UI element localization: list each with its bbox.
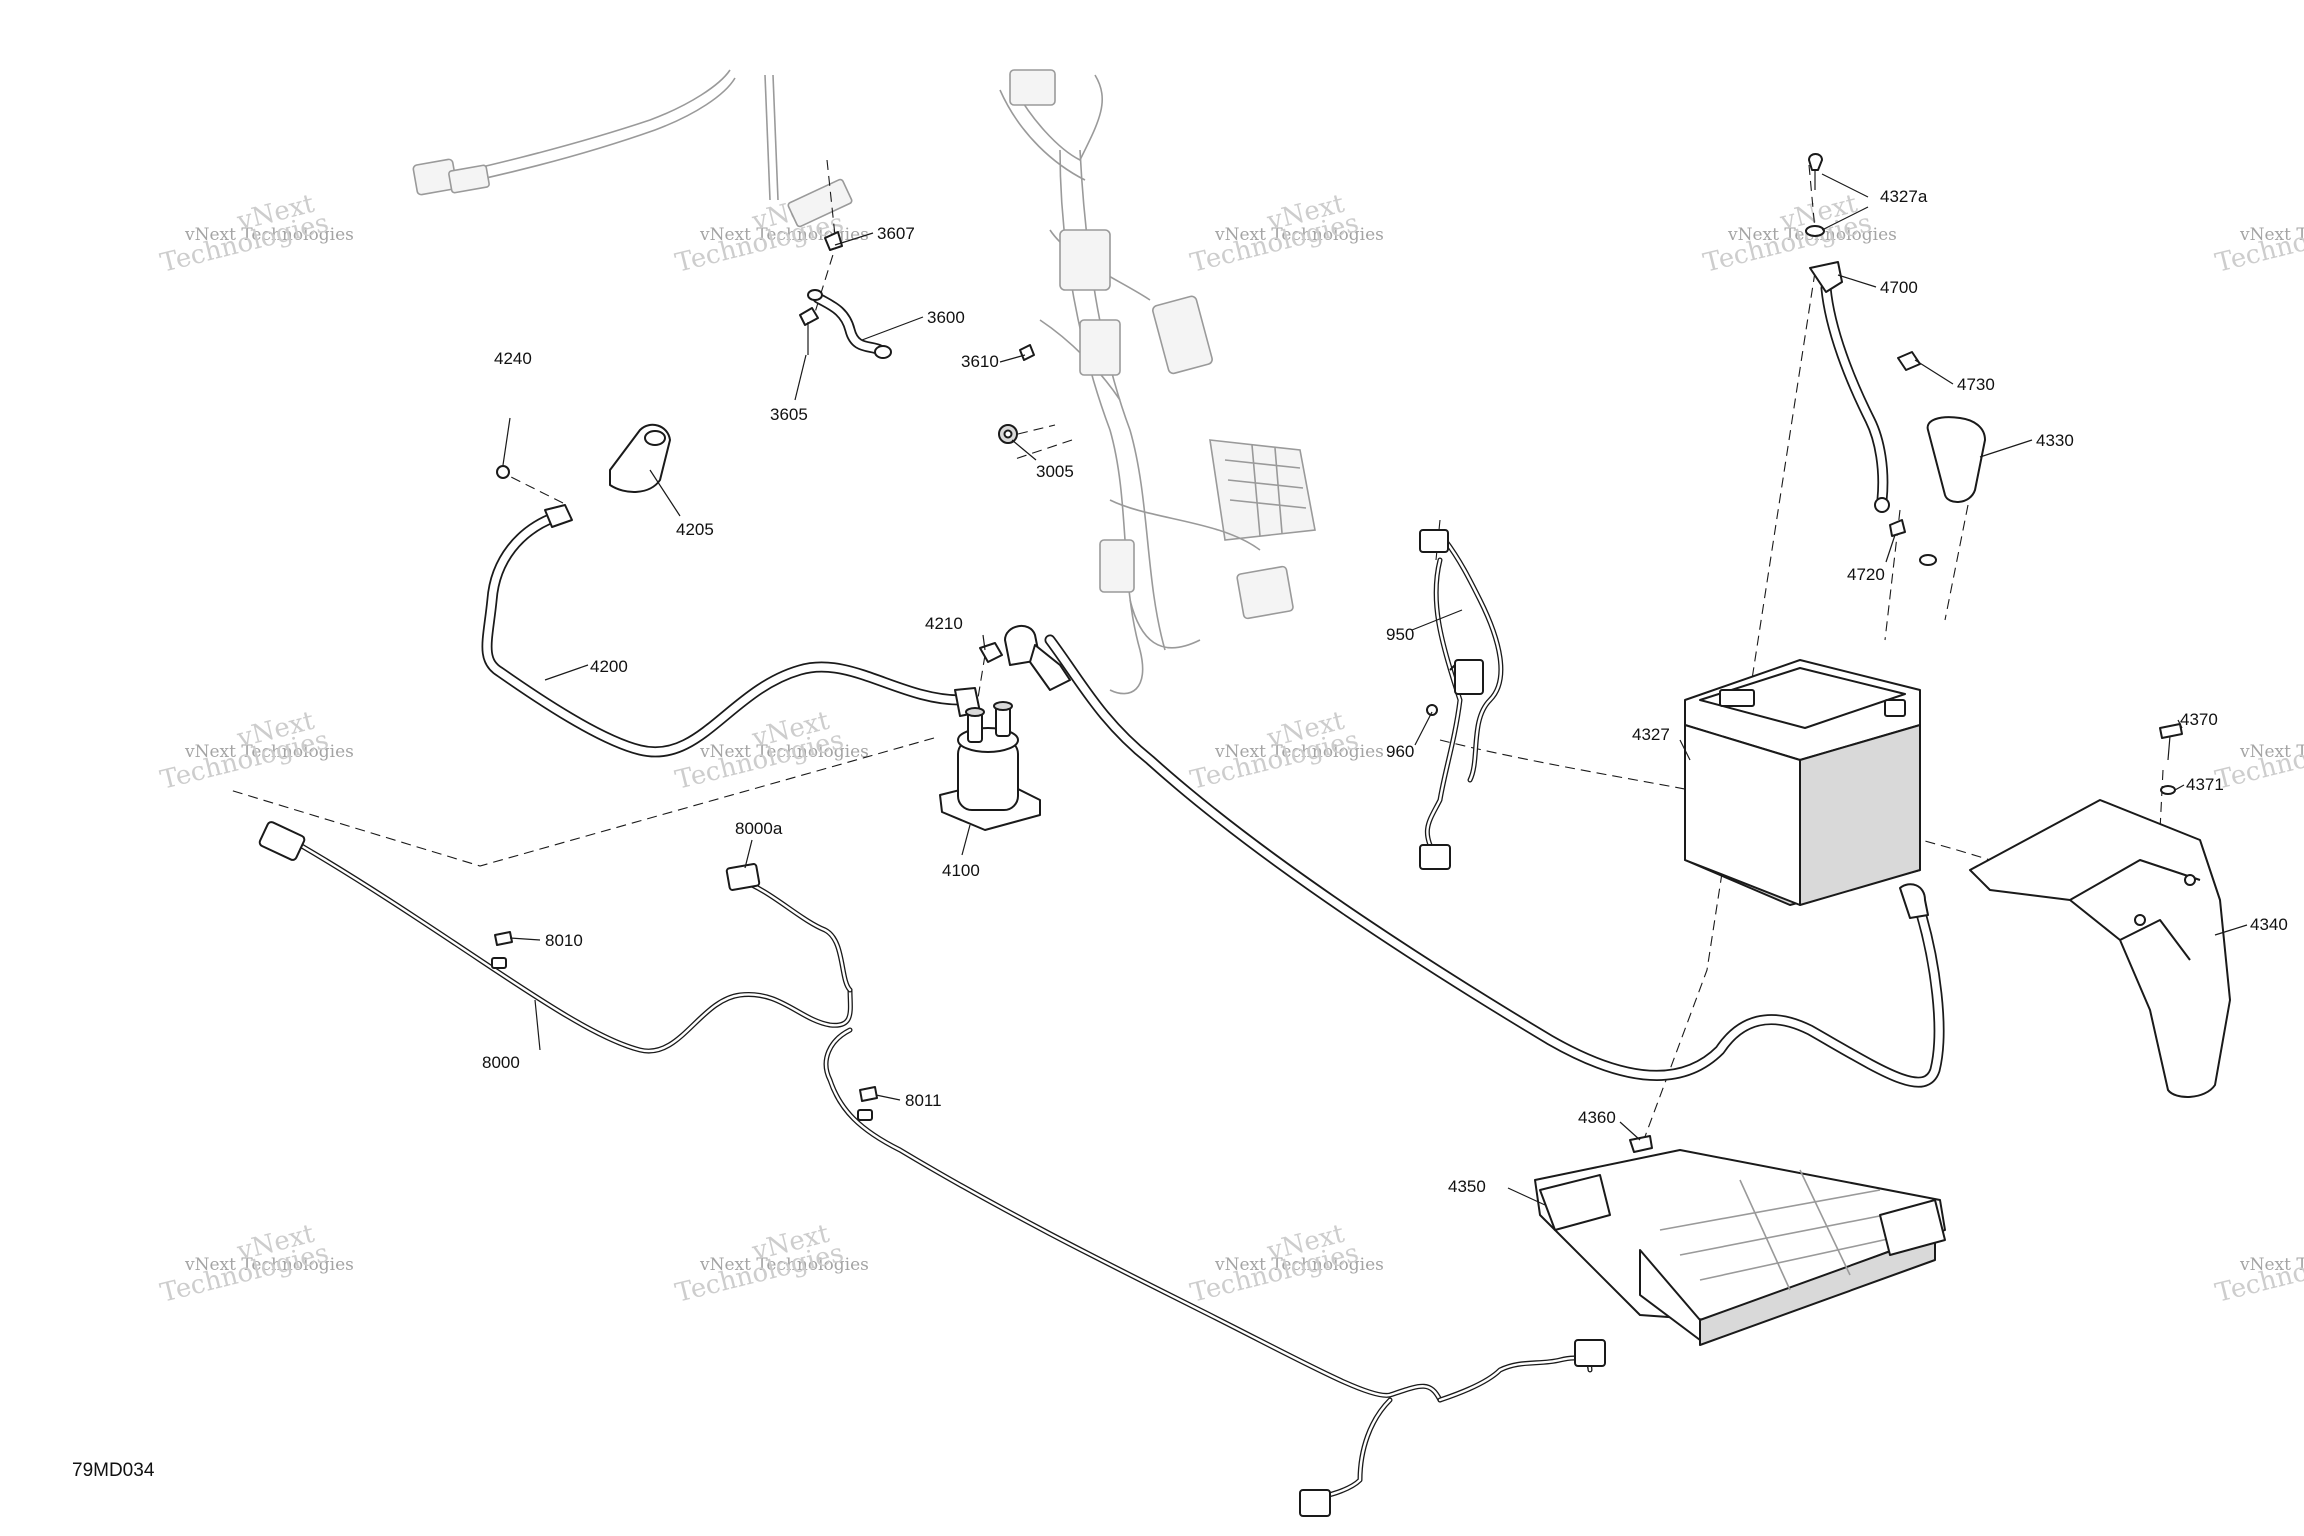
fasteners	[494, 153, 2183, 1153]
callout-950: 950	[1386, 625, 1414, 644]
cable-4700	[1809, 261, 1890, 513]
callout-960: 960	[1386, 742, 1414, 761]
callout-4700: 4700	[1880, 278, 1918, 297]
watermark-text: vNext Technologies	[699, 1255, 869, 1275]
cable-4200	[481, 504, 981, 758]
watermark-text: vNext Technologies	[2239, 1255, 2304, 1275]
part-4340-bracket	[1969, 799, 2231, 1098]
diagram-code: 79MD034	[72, 1460, 155, 1481]
watermark-text: vNext Technologies	[699, 742, 869, 762]
callout-3605: 3605	[770, 405, 808, 424]
watermark-text: vNext Technologies	[184, 742, 354, 762]
callouts: 3607 3600 3605 3610 3005 4240 4205 4200 …	[482, 187, 2288, 1196]
leader-lines	[502, 173, 2248, 1206]
callout-4370: 4370	[2180, 710, 2218, 729]
callout-8011: 8011	[905, 1091, 942, 1110]
callout-8000: 8000	[482, 1053, 520, 1072]
ghost-main-harness	[412, 69, 1316, 695]
callout-3600: 3600	[927, 308, 965, 327]
callout-4371: 4371	[2186, 775, 2224, 794]
callout-4730: 4730	[1957, 375, 1995, 394]
callout-4205: 4205	[676, 520, 714, 539]
watermark-text: vNext Technologies	[1214, 1255, 1384, 1275]
cable-battery-positive	[1044, 634, 1945, 1088]
watermark-text: vNext Technologies	[1214, 742, 1384, 762]
watermark-text: vNext Technologies	[184, 1255, 354, 1275]
callout-3005: 3005	[1036, 462, 1074, 481]
callout-4210: 4210	[925, 614, 963, 633]
callout-4100: 4100	[942, 861, 980, 880]
part-4350-tray	[1534, 1149, 1946, 1346]
part-4205-boot	[609, 423, 671, 493]
callout-4200: 4200	[590, 657, 628, 676]
callout-3607: 3607	[877, 224, 915, 243]
watermark-text: vNext Technologies	[2239, 742, 2304, 762]
callout-4720: 4720	[1847, 565, 1885, 584]
callout-4330: 4330	[2036, 431, 2074, 450]
callout-3610: 3610	[961, 352, 999, 371]
callout-4340: 4340	[2250, 915, 2288, 934]
part-4210-boot	[1004, 625, 1071, 691]
cable-3600	[807, 289, 892, 359]
callout-4350: 4350	[1448, 1177, 1486, 1196]
callout-8010: 8010	[545, 931, 583, 950]
callout-4327: 4327	[1632, 725, 1670, 744]
callout-4240: 4240	[494, 349, 532, 368]
callout-4327a: 4327a	[1880, 187, 1928, 206]
callout-8000a: 8000a	[735, 819, 783, 838]
part-4327-battery	[1684, 659, 1921, 906]
part-4100-solenoid	[939, 701, 1041, 831]
harness-8000	[258, 821, 1606, 1517]
watermark-text: vNext Technologies	[1214, 225, 1384, 245]
harness-950	[1419, 529, 1504, 870]
watermark-text: vNext Technologies	[184, 225, 354, 245]
callout-4360: 4360	[1578, 1108, 1616, 1127]
watermark-text: vNext Technologies	[2239, 225, 2304, 245]
